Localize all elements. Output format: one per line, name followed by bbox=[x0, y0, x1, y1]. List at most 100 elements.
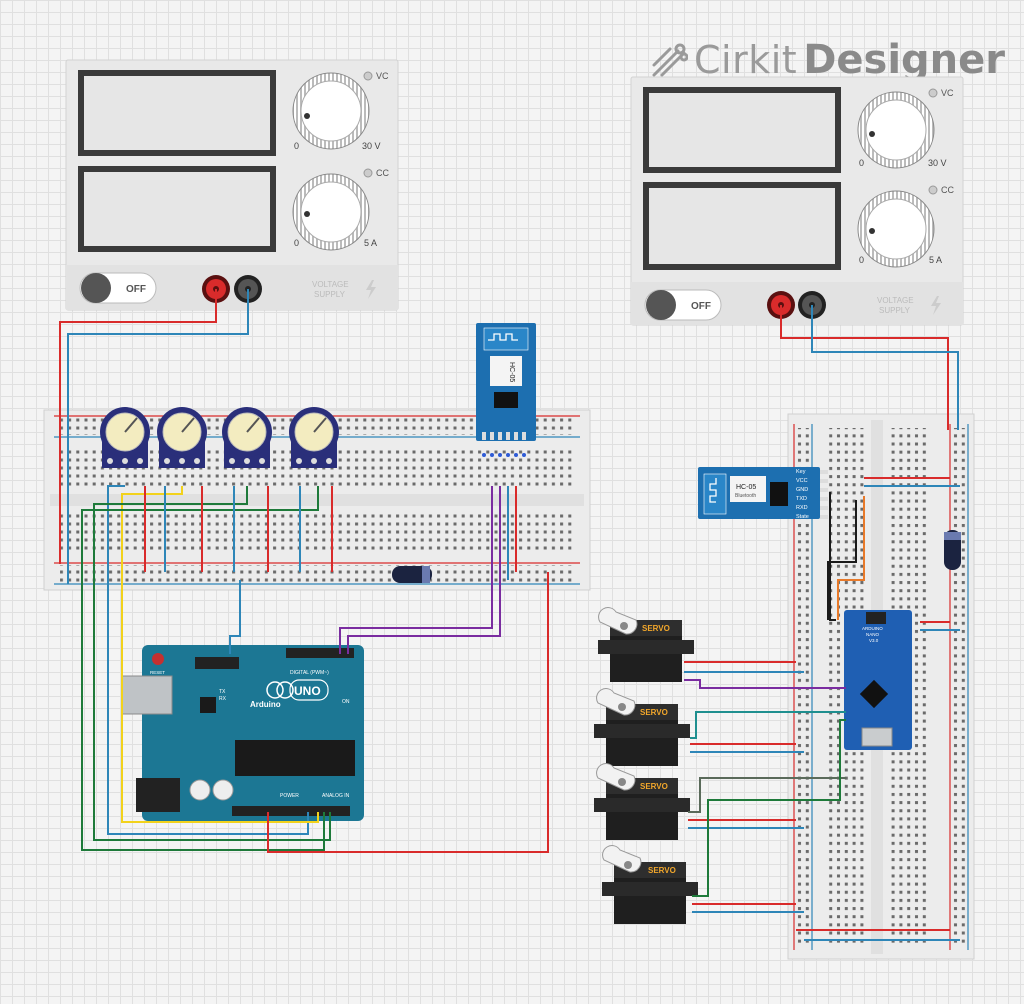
potentiometer-2[interactable] bbox=[157, 407, 207, 468]
ps1-v-max: 30 V bbox=[362, 141, 381, 151]
wire-ps2-positive bbox=[780, 305, 949, 430]
uno-analog-label: ANALOG IN bbox=[322, 793, 350, 799]
uno-brand: Arduino bbox=[250, 700, 281, 709]
nano-chip bbox=[859, 679, 889, 709]
ps2-vc-label: VC bbox=[941, 88, 954, 98]
servo-1-label: SERVO bbox=[642, 624, 670, 633]
ps2-v-max: 30 V bbox=[928, 158, 947, 168]
brand-name-part2: Designer bbox=[803, 37, 1006, 83]
ps1-panel-label-2: SUPPLY bbox=[314, 290, 346, 299]
bluetooth-module-2[interactable]: HC-05 Bluetooth Key VCC GND TXD RXD Stat… bbox=[698, 467, 828, 520]
nano-brand: ARDUINO bbox=[862, 626, 883, 631]
servo-2[interactable]: SERVO bbox=[594, 688, 690, 766]
ps1-a-min: 0 bbox=[294, 238, 299, 248]
bt1-pin-header bbox=[482, 432, 526, 440]
servo-4[interactable]: SERVO bbox=[602, 845, 698, 924]
wire-pot3 bbox=[93, 486, 331, 841]
bt2-pin-gnd: GND bbox=[796, 487, 808, 493]
vc-indicator bbox=[363, 71, 373, 81]
cirkit-logo-icon bbox=[652, 43, 688, 77]
servo-horn-icon bbox=[598, 607, 638, 635]
ps2-v-min: 0 bbox=[859, 158, 864, 168]
uno-reset-label: RESET bbox=[150, 670, 165, 675]
brand-logo: Cirkit Designer bbox=[650, 36, 1005, 84]
potentiometer-4[interactable] bbox=[289, 407, 339, 468]
wire-ps1-positive bbox=[59, 289, 217, 564]
uno-power-label: POWER bbox=[280, 793, 299, 799]
potentiometer-1[interactable] bbox=[100, 407, 150, 468]
bt2-pin-state: State bbox=[796, 514, 809, 520]
wire-pot1 bbox=[107, 485, 309, 835]
wire-pot4 bbox=[81, 486, 325, 851]
reset-button[interactable] bbox=[152, 653, 164, 665]
uno-model: UNO bbox=[294, 684, 321, 698]
servo-horn-icon bbox=[602, 845, 642, 873]
servo-3[interactable]: SERVO bbox=[594, 763, 690, 840]
ps1-vc-label: VC bbox=[376, 71, 389, 81]
ps2-cc-label: CC bbox=[941, 185, 954, 195]
servo-horn-icon bbox=[596, 763, 636, 791]
power-analog-header bbox=[232, 806, 350, 816]
arduino-uno[interactable]: Arduino UNO RESET DIGITAL (PWM~) TX RX O… bbox=[121, 645, 364, 821]
bt2-subtitle: Bluetooth bbox=[735, 493, 756, 499]
atmega-chip bbox=[235, 740, 355, 776]
ps1-switch-label: OFF bbox=[126, 284, 146, 295]
bt2-model: HC-05 bbox=[736, 484, 756, 491]
capacitor-2[interactable] bbox=[944, 530, 961, 570]
wire-ps2-negative bbox=[811, 305, 959, 430]
lightning-icon bbox=[366, 280, 376, 299]
uno-digital-label: DIGITAL (PWM~) bbox=[290, 670, 329, 676]
wires-right bbox=[684, 305, 960, 941]
uno-on-label: ON bbox=[342, 699, 350, 705]
uno-rx-label: RX bbox=[219, 696, 227, 702]
wire-uno-5v bbox=[267, 572, 549, 853]
power-supply-2: VC CC 0 30 V 0 5 A OFF VOLTAGE SUPPLY bbox=[630, 76, 964, 326]
servo-3-label: SERVO bbox=[640, 782, 668, 791]
servo-1[interactable]: SERVO bbox=[598, 607, 694, 682]
bt2-pin-rxd: RXD bbox=[796, 505, 808, 511]
wire-pot2 bbox=[121, 486, 319, 823]
bt2-pin-txd: TXD bbox=[796, 496, 807, 502]
uno-tx-label: TX bbox=[219, 689, 226, 695]
ps1-v-min: 0 bbox=[294, 141, 299, 151]
servo-2-label: SERVO bbox=[640, 708, 668, 717]
wire-bt2-gnd bbox=[829, 492, 836, 621]
arduino-nano[interactable]: ARDUINO NANO V3.0 bbox=[844, 610, 912, 750]
ps2-switch-label: OFF bbox=[691, 301, 711, 312]
brand-name-part1: Cirkit bbox=[694, 38, 798, 82]
lightning-icon bbox=[931, 296, 941, 315]
ps1-cc-label: CC bbox=[376, 168, 389, 178]
wire-bt1-rx bbox=[347, 486, 501, 654]
nano-version: V3.0 bbox=[869, 638, 879, 643]
wire-ps1-negative bbox=[67, 289, 249, 584]
ps2-panel-label-1: VOLTAGE bbox=[877, 296, 914, 305]
digital-header bbox=[286, 648, 354, 658]
antenna-icon bbox=[488, 333, 518, 341]
nano-model: NANO bbox=[866, 632, 880, 637]
bt2-pin-vcc: VCC bbox=[796, 478, 808, 484]
power-supply-1: VC CC 0 30 V 0 5 A OFF VOLTAGE SUPPLY bbox=[65, 59, 399, 311]
usb-port bbox=[121, 675, 173, 715]
ps1-a-max: 5 A bbox=[364, 238, 377, 248]
servo-horn-icon bbox=[596, 688, 636, 716]
servo-4-label: SERVO bbox=[648, 866, 676, 875]
wire-uno-gnd bbox=[229, 580, 241, 654]
ps2-panel-label-2: SUPPLY bbox=[879, 306, 911, 315]
cc-indicator bbox=[363, 168, 373, 178]
bt2-pin-key: Key bbox=[796, 469, 806, 475]
vc-indicator bbox=[928, 88, 938, 98]
bluetooth-module-1[interactable]: HC-05 bbox=[476, 323, 536, 457]
ps1-panel-label-1: VOLTAGE bbox=[312, 280, 349, 289]
ps2-a-max: 5 A bbox=[929, 255, 942, 265]
potentiometer-3[interactable] bbox=[222, 407, 272, 468]
cc-indicator bbox=[928, 185, 938, 195]
power-jack bbox=[136, 778, 180, 812]
wires-left bbox=[59, 289, 549, 853]
mini-usb-port bbox=[861, 727, 893, 747]
antenna-icon bbox=[709, 478, 717, 503]
bt1-model: HC-05 bbox=[508, 362, 515, 382]
ps2-a-min: 0 bbox=[859, 255, 864, 265]
capacitor-1[interactable] bbox=[392, 566, 432, 583]
wire-bt1-tx bbox=[339, 486, 493, 654]
